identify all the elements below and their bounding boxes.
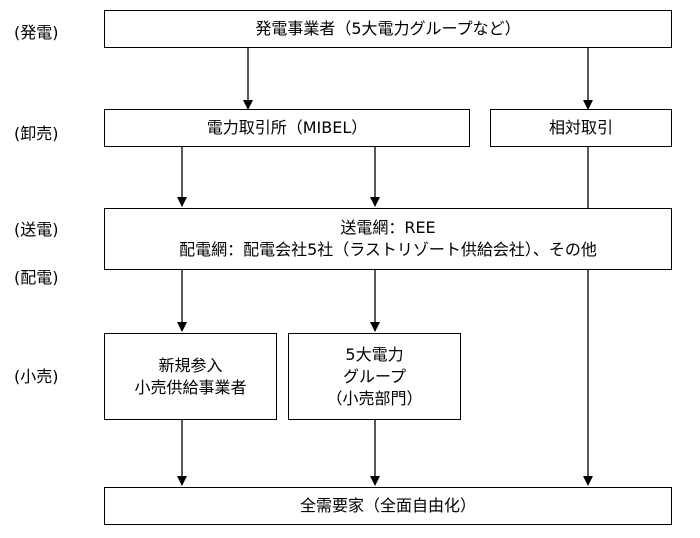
stage-label-retail: (小売) bbox=[14, 367, 59, 386]
bilateral-trading-label: 相対取引 bbox=[548, 118, 613, 137]
generators-box: 発電事業者（5大電力グループなど） bbox=[104, 10, 672, 48]
big5-line1: 5大電力 bbox=[345, 344, 404, 364]
stage-label-wholesale: (卸売) bbox=[14, 124, 59, 143]
stage-label-transmission: (送電) bbox=[14, 220, 59, 239]
transmission-grid-label: 送電網：REE bbox=[340, 218, 436, 237]
grid-box: 送電網：REE 配電網：配電会社5社（ラストリゾート供給会社）、その他 bbox=[104, 208, 672, 270]
all-consumers-label: 全需要家（全面自由化） bbox=[299, 496, 476, 515]
new-retailers-line1: 新規参入 bbox=[158, 355, 223, 375]
distribution-grid-label: 配電網：配電会社5社（ラストリゾート供給会社）、その他 bbox=[179, 240, 597, 259]
big5-line2: グループ bbox=[342, 366, 407, 386]
big5-retail-box: 5大電力 グループ （小売部門） bbox=[288, 333, 461, 420]
stage-label-generation: (発電) bbox=[14, 23, 59, 42]
big5-line3: （小売部門） bbox=[326, 388, 423, 408]
power-exchange-box: 電力取引所（MIBEL） bbox=[104, 109, 470, 147]
generators-label: 発電事業者（5大電力グループなど） bbox=[255, 19, 521, 38]
bilateral-trading-box: 相対取引 bbox=[490, 109, 672, 147]
stage-label-distribution: (配電) bbox=[14, 268, 59, 287]
new-retailers-line2: 小売供給事業者 bbox=[134, 377, 247, 397]
all-consumers-box: 全需要家（全面自由化） bbox=[104, 487, 672, 525]
power-exchange-label: 電力取引所（MIBEL） bbox=[206, 118, 368, 137]
new-retailers-box: 新規参入 小売供給事業者 bbox=[104, 333, 277, 420]
